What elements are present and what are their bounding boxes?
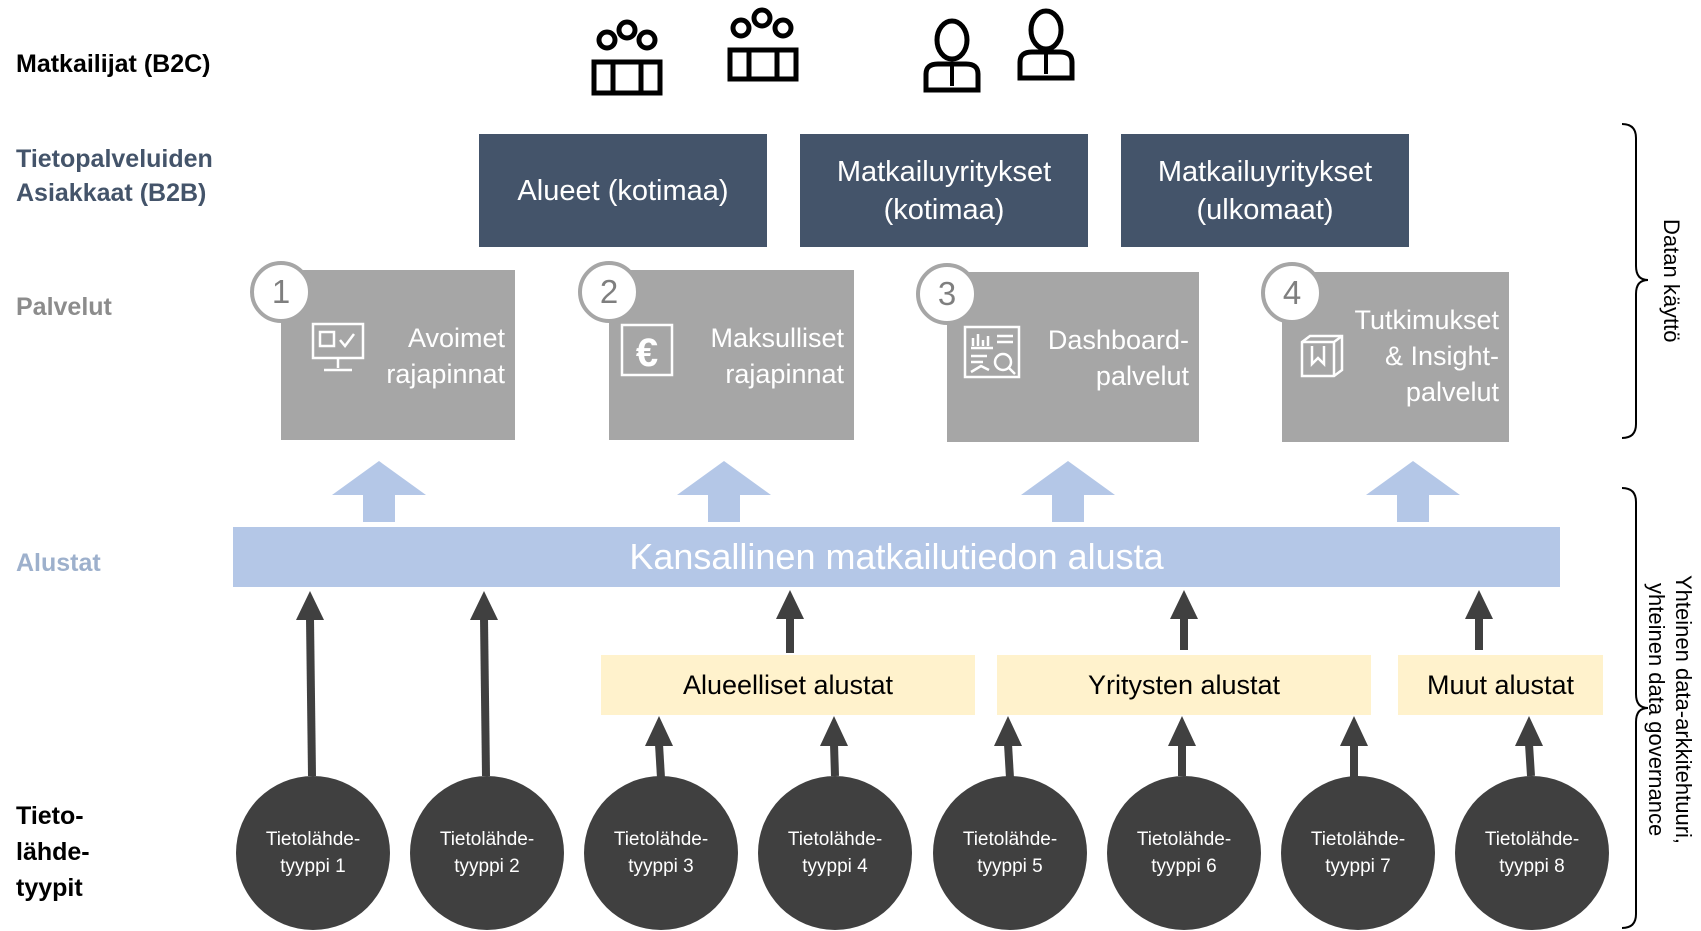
bracket-label-architecture: Yhteinen data-arkkitehtuuri, yhteinen da… [1643,540,1697,880]
national-platform: Kansallinen matkailutiedon alusta [233,527,1560,587]
service-text-line: palvelut [1405,377,1499,407]
source-text: Tietolähde- [1310,829,1406,850]
row-label-sources-line2: lähde- [16,838,90,866]
svg-text:€: € [636,331,658,375]
monitor-check-icon [310,320,366,381]
source-4-arrow [820,716,848,777]
service-text: Avoimet rajapinnat [386,320,505,392]
service-text: Maksulliset rajapinnat [710,320,844,392]
b2b-box-tourism-foreign: Matkailuyritykset (ulkomaat) [1121,134,1409,247]
service-box-open-api: Avoimet rajapinnat [281,270,515,440]
source-circle-1: Tietolähde-tyyppi 1 [236,776,390,930]
other-platform-arrow [1465,590,1493,650]
source-circle-4: Tietolähde-tyyppi 4 [758,776,912,930]
b2b-box-line1: Matkailuyritykset [836,155,1052,188]
platform-to-service-arrow-2 [677,461,771,522]
book-icon [1298,332,1348,387]
bracket-label-architecture-line1: Yhteinen data-arkkitehtuuri, [1671,575,1696,845]
source-5-arrow [994,716,1022,779]
service-text-line: Avoimet [407,323,505,353]
usage-bracket [1621,123,1649,439]
business-person-icon [1017,8,1075,81]
source-1-arrow [296,591,324,777]
source-text: Tietolähde- [1484,829,1580,850]
row-label-b2b: Tietopalveluiden Asiakkaat (B2B) [16,142,213,210]
people-group-icon [591,19,663,96]
business-person-icon [923,18,981,93]
row-label-b2b-line1: Tietopalveluiden [16,145,213,173]
source-text: tyyppi 1 [280,856,346,877]
bracket-label-usage: Datan käyttö [1659,219,1684,343]
source-6-arrow [1168,716,1196,776]
service-text-line: rajapinnat [386,359,505,389]
source-circle-8: Tietolähde-tyyppi 8 [1455,776,1609,930]
business-platform-arrow [1170,590,1198,650]
sub-platform-other: Muut alustat [1398,655,1603,715]
source-circle-2: Tietolähde-tyyppi 2 [410,776,564,930]
source-text: tyyppi 2 [454,856,520,877]
b2b-box-line1: Matkailuyritykset [1157,155,1373,188]
euro-icon: € [619,322,675,383]
service-number-4: 4 [1261,262,1323,324]
service-text-line: Maksulliset [710,323,844,353]
source-text: tyyppi 4 [802,856,868,877]
source-text: Tietolähde- [613,829,709,850]
source-circle-3: Tietolähde-tyyppi 3 [584,776,738,930]
source-3-arrow [645,716,673,779]
source-2-arrow [470,591,498,777]
row-label-services: Palvelut [16,293,112,321]
source-circle-5: Tietolähde-tyyppi 5 [933,776,1087,930]
source-text: Tietolähde- [787,829,883,850]
source-text: tyyppi 7 [1325,856,1391,877]
service-text-line: Tutkimukset [1354,305,1499,335]
source-circle-6: Tietolähde-tyyppi 6 [1107,776,1261,930]
sub-platform-business: Yritysten alustat [997,655,1371,715]
row-label-sources-line3: tyypit [16,874,83,902]
service-number-1: 1 [250,261,312,323]
service-text-line: Dashboard- [1047,325,1189,355]
source-text: Tietolähde- [265,829,361,850]
row-label-sources: Tieto- lähde- tyypit [16,798,90,906]
service-text-line: palvelut [1095,361,1189,391]
row-label-sources-line1: Tieto- [16,802,84,830]
regional-platform-arrow [776,590,804,653]
source-7-arrow [1340,716,1368,778]
source-text: tyyppi 8 [1499,856,1565,877]
source-text: tyyppi 6 [1151,856,1217,877]
source-circle-7: Tietolähde-tyyppi 7 [1281,776,1435,930]
service-box-research: Tutkimukset & Insight- palvelut [1282,272,1509,442]
dashboard-report-icon [963,324,1021,385]
b2b-box-tourism-domestic: Matkailuyritykset (kotimaa) [800,134,1088,247]
service-number-3: 3 [916,263,978,325]
platform-to-service-arrow-4 [1366,461,1460,522]
b2b-box-line2: (ulkomaat) [1196,193,1334,226]
source-text: tyyppi 3 [628,856,694,877]
source-8-arrow [1515,716,1543,777]
sub-platform-regional: Alueelliset alustat [601,655,975,715]
service-box-paid-api: € Maksulliset rajapinnat [609,270,854,440]
platform-to-service-arrow-1 [332,461,426,522]
row-label-b2c: Matkailijat (B2C) [16,50,211,78]
people-group-icon [727,7,799,82]
architecture-bracket [1621,487,1649,929]
b2b-box-regions: Alueet (kotimaa) [479,134,767,247]
source-text: Tietolähde- [962,829,1058,850]
platform-to-service-arrow-3 [1021,461,1115,522]
service-text-line: rajapinnat [725,359,844,389]
source-text: Tietolähde- [439,829,535,850]
b2b-box-line1: Alueet (kotimaa) [517,174,729,207]
service-box-dashboard: Dashboard- palvelut [947,272,1199,442]
row-label-platforms: Alustat [16,549,101,577]
service-number-2: 2 [578,261,640,323]
service-text-line: & Insight- [1384,341,1499,371]
row-label-b2b-line2: Asiakkaat (B2B) [16,179,207,207]
source-text: tyyppi 5 [977,856,1043,877]
b2b-box-line2: (kotimaa) [883,193,1005,226]
service-text: Dashboard- palvelut [1048,322,1189,394]
bracket-label-architecture-line2: yhteinen data governance [1644,583,1669,837]
source-text: Tietolähde- [1136,829,1232,850]
service-text: Tutkimukset & Insight- palvelut [1354,302,1499,410]
